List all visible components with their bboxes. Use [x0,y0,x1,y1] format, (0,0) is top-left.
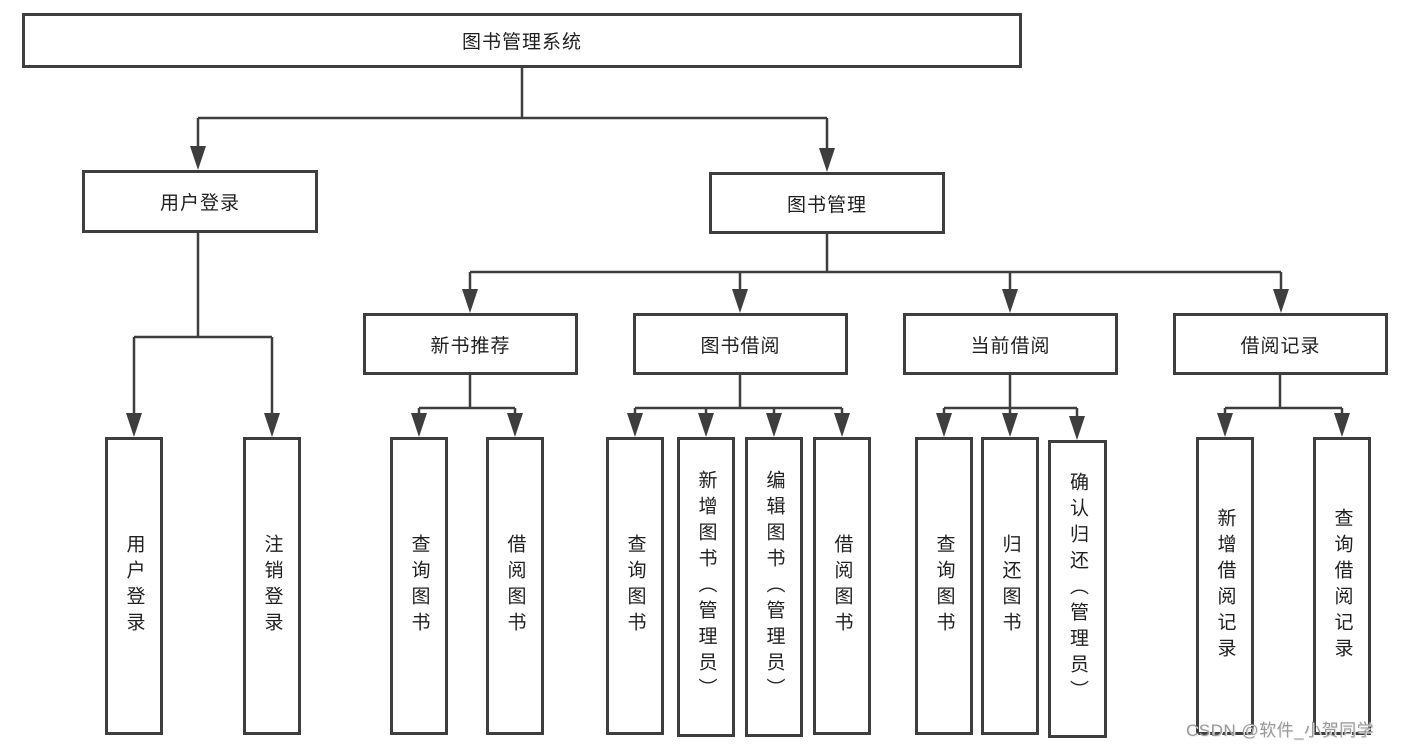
node-book-borrow: 图书借阅 [633,313,848,375]
leaf-query-books-current: 查询图书 [915,437,973,735]
leaf-borrow-books-borrow: 借阅图书 [813,437,871,735]
leaf-edit-book-admin: 编辑图书（管理员） [745,437,803,737]
connector-borrow-to-leaves [627,375,850,437]
connector-bookmgmt-to-level3 [462,234,1289,313]
leaf-confirm-return-admin: 确认归还（管理员） [1048,440,1107,738]
connector-recommend-to-leaves [411,375,523,437]
connector-current-to-leaves [936,375,1085,440]
leaf-add-borrow-record: 新增借阅记录 [1196,437,1254,735]
node-library-system: 图书管理系统 [22,13,1022,68]
leaf-user-login: 用户登录 [105,437,163,735]
leaf-add-book-admin: 新增图书（管理员） [677,437,735,737]
leaf-query-borrow-record: 查询借阅记录 [1313,437,1371,735]
node-user-login: 用户登录 [82,170,318,233]
node-new-book-recommend: 新书推荐 [363,313,578,375]
connector-root-to-level2 [190,68,835,172]
node-borrow-records: 借阅记录 [1173,313,1388,375]
leaf-logout: 注销登录 [243,437,301,735]
leaf-borrow-books-recommend: 借阅图书 [486,437,544,735]
leaf-return-book: 归还图书 [981,437,1039,735]
connector-userlogin-to-leaves [126,233,280,437]
node-current-borrow: 当前借阅 [903,313,1118,375]
leaf-query-books-borrow: 查询图书 [606,437,664,735]
node-book-management: 图书管理 [709,172,945,234]
connector-records-to-leaves [1217,375,1350,437]
watermark: CSDN @软件_小贺同学 [1186,721,1375,740]
leaf-query-books-recommend: 查询图书 [390,437,448,735]
